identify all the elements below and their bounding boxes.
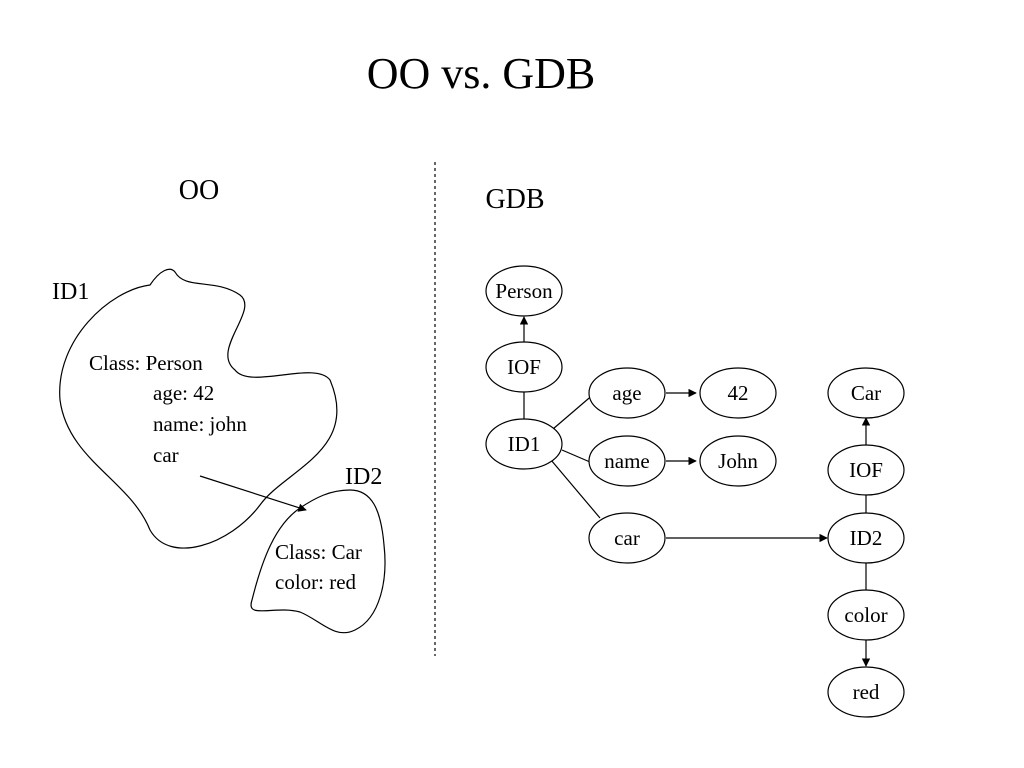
edge-id1-age xyxy=(552,392,596,430)
node-iof1-label: IOF xyxy=(507,355,541,379)
gdb-heading: GDB xyxy=(485,184,544,215)
node-red: red xyxy=(827,666,905,718)
node-car-edge: car xyxy=(588,512,666,564)
oo-id2-class: Class: Car xyxy=(275,540,362,564)
node-age-label: age xyxy=(612,381,641,405)
oo-car-reference-arrow xyxy=(199,475,307,512)
node-id2: ID2 xyxy=(827,512,905,564)
slide-title: OO vs. GDB xyxy=(367,49,596,98)
oo-id2-attr-color: color: red xyxy=(275,570,357,594)
oo-heading: OO xyxy=(179,175,219,206)
oo-id1-label: ID1 xyxy=(52,279,89,305)
oo-section: OO ID1 Class: Person age: 42 name: john … xyxy=(52,175,386,634)
node-person-label: Person xyxy=(495,279,553,303)
node-id2-label: ID2 xyxy=(850,526,883,550)
node-iof2: IOF xyxy=(827,444,905,496)
oo-id2-label: ID2 xyxy=(345,464,382,490)
gdb-section: GDB Person IOF ID1 age xyxy=(485,184,905,718)
oo-id1-attr-car: car xyxy=(153,443,179,467)
node-car-edge-label: car xyxy=(614,526,640,550)
node-42: 42 xyxy=(699,367,777,419)
node-person: Person xyxy=(485,265,563,317)
node-iof2-label: IOF xyxy=(849,458,883,482)
node-iof1: IOF xyxy=(485,341,563,393)
edge-id1-car xyxy=(550,459,601,519)
node-id1-label: ID1 xyxy=(508,432,541,456)
node-name: name xyxy=(588,435,666,487)
node-color: color xyxy=(827,589,905,641)
oo-id1-class: Class: Person xyxy=(89,351,203,375)
oo-id1-attr-name: name: john xyxy=(153,412,247,436)
node-id1: ID1 xyxy=(485,418,563,470)
node-john: John xyxy=(699,435,777,487)
node-red-label: red xyxy=(853,680,880,704)
node-john-label: John xyxy=(718,449,758,473)
oo-id1-blob xyxy=(59,268,338,549)
node-car-class-label: Car xyxy=(851,381,881,405)
edge-id1-name xyxy=(561,449,591,463)
oo-id1-attr-age: age: 42 xyxy=(153,381,214,405)
node-name-label: name xyxy=(604,449,649,473)
node-car-class: Car xyxy=(827,367,905,419)
node-color-label: color xyxy=(844,603,887,627)
node-42-label: 42 xyxy=(728,381,749,405)
node-age: age xyxy=(588,367,666,419)
oo-id2-blob xyxy=(250,489,386,634)
